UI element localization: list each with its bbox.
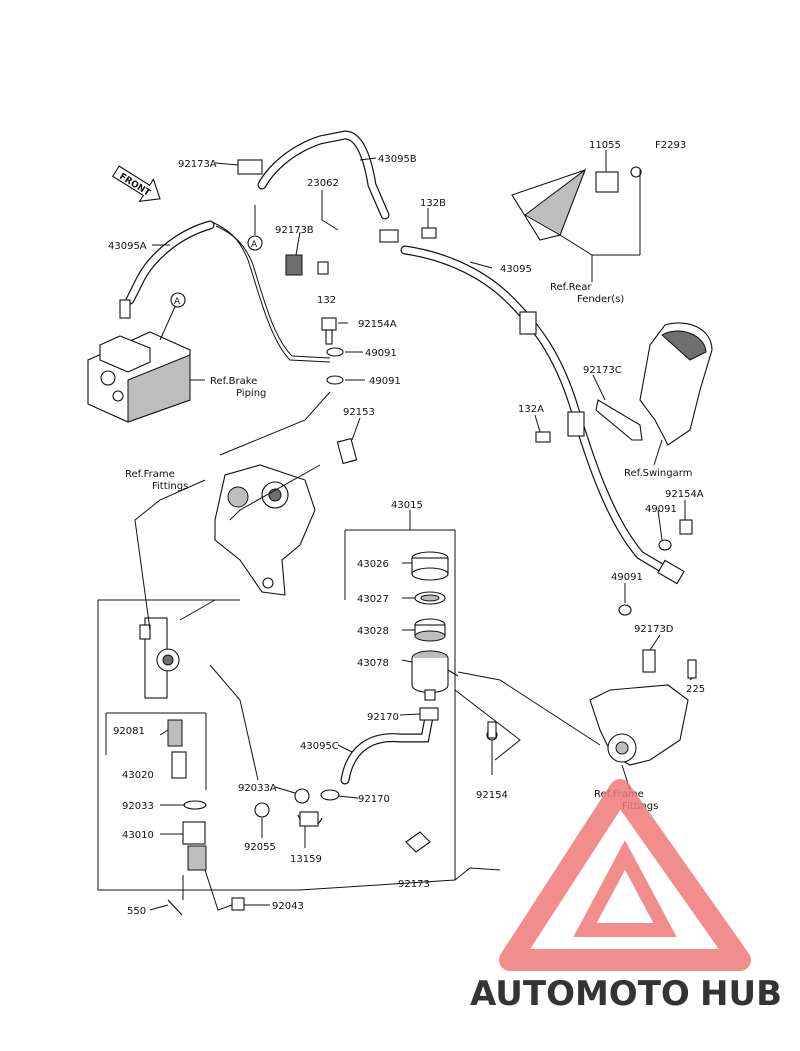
- ref-rear-fender-line1: Ref.Rear: [550, 282, 592, 293]
- reservoir-43078: [411, 650, 459, 701]
- callout-49091-1: 49091: [365, 348, 397, 359]
- callout-92043: 92043: [272, 901, 304, 912]
- callout-92154A-1: 92154A: [358, 319, 397, 330]
- diaphragm-plate-43027: [414, 591, 446, 605]
- master-cylinder-bracket: [214, 437, 358, 596]
- callout-43020: 43020: [122, 770, 154, 781]
- hose-clamps: [237, 159, 585, 437]
- callout-92154A-2: 92154A: [665, 489, 704, 500]
- callout-132: 132: [317, 295, 336, 306]
- hose-43095a: [125, 220, 215, 305]
- front-arrow: FRONT: [112, 165, 161, 203]
- watermark-text-hub: HUB: [700, 974, 782, 1014]
- callout-labels: 92173A 43095B 23062 132B 92173B 132 4309…: [108, 140, 705, 917]
- master-cylinder: [105, 617, 245, 916]
- callout-92170-2: 92170: [358, 794, 390, 805]
- callout-43015: 43015: [391, 500, 423, 511]
- brake-line-thin: [211, 205, 331, 363]
- leader-lines: [134, 150, 693, 911]
- callout-43078: 43078: [357, 658, 389, 669]
- callout-132B: 132B: [420, 198, 446, 209]
- callout-43028: 43028: [357, 626, 389, 637]
- ref-swingarm: Ref.Swingarm: [624, 468, 692, 479]
- diaphragm-43028: [414, 618, 446, 642]
- callout-43095: 43095: [500, 264, 532, 275]
- callout-92173A: 92173A: [178, 159, 217, 170]
- small-clamps: [254, 707, 498, 853]
- callout-23062: 23062: [307, 178, 339, 189]
- swingarm-part: [595, 322, 713, 446]
- callout-92081: 92081: [113, 726, 145, 737]
- callout-92173D: 92173D: [634, 624, 674, 635]
- marker-a-2-label: A: [174, 297, 181, 307]
- callout-92153: 92153: [343, 407, 375, 418]
- callout-43095A: 43095A: [108, 241, 147, 252]
- callout-43026: 43026: [357, 559, 389, 570]
- callout-92055: 92055: [244, 842, 276, 853]
- marker-a-1-label: A: [251, 240, 258, 250]
- callout-92033A: 92033A: [238, 783, 277, 794]
- callout-49091-2: 49091: [369, 376, 401, 387]
- callout-92033: 92033: [122, 801, 154, 812]
- ref-brake-piping-line1: Ref.Brake: [210, 376, 257, 387]
- abs-unit: [87, 299, 191, 423]
- callout-132A: 132A: [518, 404, 544, 415]
- callout-225: 225: [686, 684, 705, 695]
- callout-43010: 43010: [122, 830, 154, 841]
- reservoir-cap-43026: [411, 551, 449, 581]
- callout-49091-4: 49091: [611, 572, 643, 583]
- ref-frame-fittings-top-line1: Ref.Frame: [125, 469, 175, 480]
- ref-rear-fender-line2: Fender(s): [577, 294, 624, 305]
- hose-43095: [400, 245, 670, 575]
- callout-92173B: 92173B: [275, 225, 314, 236]
- watermark-text-automoto: AUTOMOTO: [470, 974, 690, 1014]
- callout-43095C: 43095C: [300, 741, 339, 752]
- callout-43095B: 43095B: [378, 154, 417, 165]
- hose-43095b: [257, 130, 390, 220]
- assembly-box-43015: [97, 510, 456, 891]
- fasteners: [317, 227, 693, 616]
- watermark-logo: AUTOMOTO HUB: [470, 779, 782, 1014]
- callout-550: 550: [127, 906, 146, 917]
- ref-brake-piping-line2: Piping: [236, 388, 266, 399]
- rear-fender-part: [511, 166, 642, 282]
- callout-92154: 92154: [476, 790, 508, 801]
- callout-13159: 13159: [290, 854, 322, 865]
- callout-11055: 11055: [589, 140, 621, 151]
- marker-a-2: A: [170, 292, 186, 308]
- callout-92173C: 92173C: [583, 365, 622, 376]
- callout-92173: 92173: [398, 879, 430, 890]
- callout-43027: 43027: [357, 594, 389, 605]
- callout-92170-1: 92170: [367, 712, 399, 723]
- hose-43095c: [340, 707, 435, 785]
- callout-49091-3: 49091: [645, 504, 677, 515]
- marker-a-1: A: [247, 235, 263, 251]
- callout-F2293: F2293: [655, 140, 686, 151]
- ref-frame-fittings-top-line2: Fittings: [152, 481, 188, 492]
- footrest-bracket: [589, 649, 697, 766]
